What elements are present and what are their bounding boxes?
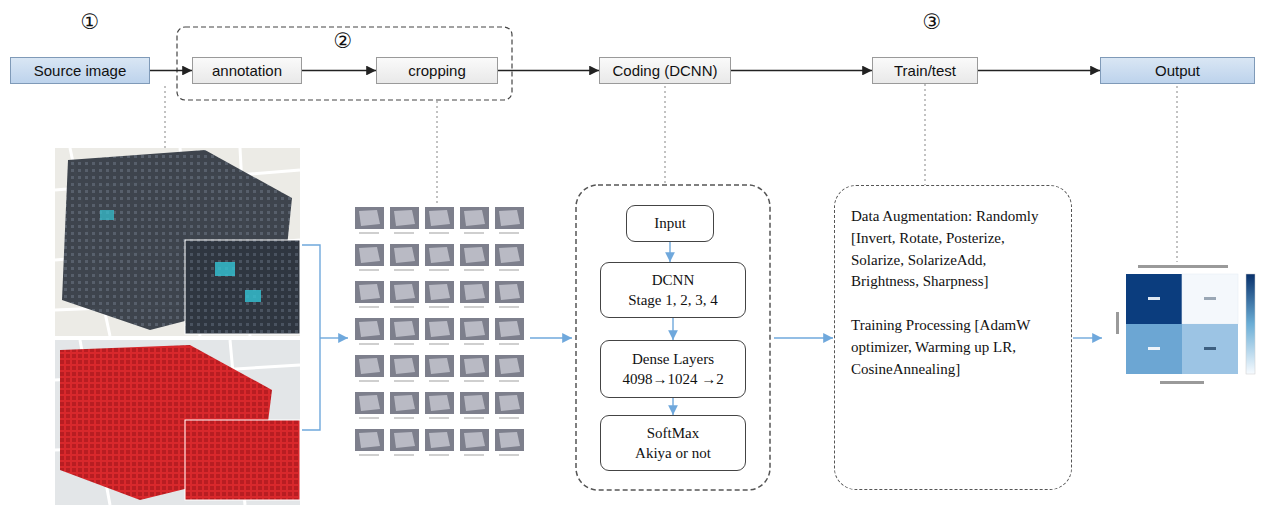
map-inset [185, 420, 300, 500]
flow-arrow [530, 337, 572, 338]
leader-line [1176, 86, 1177, 262]
matrix-cell [1182, 324, 1238, 374]
node-text: Training Processing [AdamW optimizer, Wa… [851, 315, 1057, 380]
node-text: Stage 1, 2, 3, 4 [628, 290, 718, 310]
node-text: Dense Layers [632, 349, 714, 369]
node-text: Akiya or not [635, 443, 711, 463]
process-box: annotation [192, 57, 302, 84]
flow-arrow [1073, 337, 1102, 338]
leader-connector [924, 84, 925, 185]
annotation-mark [245, 290, 261, 302]
leader-line [436, 101, 437, 203]
callout-number: ② [334, 31, 353, 52]
leader-line [164, 86, 165, 148]
flow-arrow [978, 70, 1100, 71]
layer-box: Dense Layers4098→1024 →2 [600, 340, 746, 398]
matrix-value-mark [1204, 347, 1216, 350]
matrix-title-mark [1138, 265, 1228, 268]
flow-arrow [320, 337, 348, 338]
layer-box: DCNNStage 1, 2, 3, 4 [600, 262, 746, 318]
layer-box: Input [626, 205, 714, 242]
matrix-cell [1126, 324, 1182, 374]
flow-arrow [672, 318, 673, 340]
flow-arrow [731, 70, 872, 71]
output-box: Output [1100, 57, 1255, 84]
matrix-cell [1182, 274, 1238, 324]
node-text: annotation [212, 62, 282, 79]
axis-title-mark [1116, 312, 1119, 334]
callout-number: ③ [923, 12, 942, 33]
matrix-panel [1105, 262, 1265, 390]
bracket-line [302, 245, 320, 430]
flow-arrow [774, 337, 833, 338]
node-text: DCNN [652, 270, 695, 290]
matrix-cell [1126, 274, 1182, 324]
matrix-value-mark [1148, 347, 1160, 350]
node-text: Source image [34, 62, 127, 79]
matrix-value-mark [1148, 297, 1160, 300]
node-text: SoftMax [647, 423, 700, 443]
annotation-mark [100, 210, 114, 220]
node-text: Output [1155, 62, 1200, 79]
node-text: Coding (DCNN) [612, 62, 717, 79]
node-text: Data Augmentation: Randomly [Invert, Rot… [851, 206, 1057, 293]
map-streets [55, 340, 300, 505]
input-box: Source image [10, 57, 150, 84]
node-text: Input [654, 213, 686, 233]
node-text: Train/test [894, 62, 956, 79]
callout-number: ① [81, 12, 100, 33]
map-image [55, 340, 300, 505]
leader-line [664, 86, 665, 185]
matrix-value-mark [1204, 297, 1216, 300]
process-box: Train/test [872, 57, 978, 84]
annotation-mark [215, 262, 235, 276]
map-image [55, 148, 300, 336]
node-text: cropping [408, 62, 466, 79]
process-box: Coding (DCNN) [599, 57, 731, 84]
flow-arrow [498, 70, 599, 71]
process-box: cropping [376, 57, 498, 84]
color-bar [1246, 274, 1255, 374]
training-panel: Data Augmentation: Randomly [Invert, Rot… [834, 185, 1072, 490]
map-inset [185, 240, 300, 334]
crop-grid [355, 207, 524, 466]
node-text: 4098→1024 →2 [622, 369, 723, 389]
axis-title-mark [1160, 381, 1204, 384]
layer-box: SoftMaxAkiya or not [600, 415, 746, 471]
flow-arrow [669, 242, 670, 262]
model-container [576, 185, 770, 490]
flow-arrow [672, 398, 673, 415]
flow-arrow [302, 70, 376, 71]
group-bracket [177, 27, 512, 100]
map-streets [55, 148, 300, 336]
flow-arrow [150, 70, 192, 71]
